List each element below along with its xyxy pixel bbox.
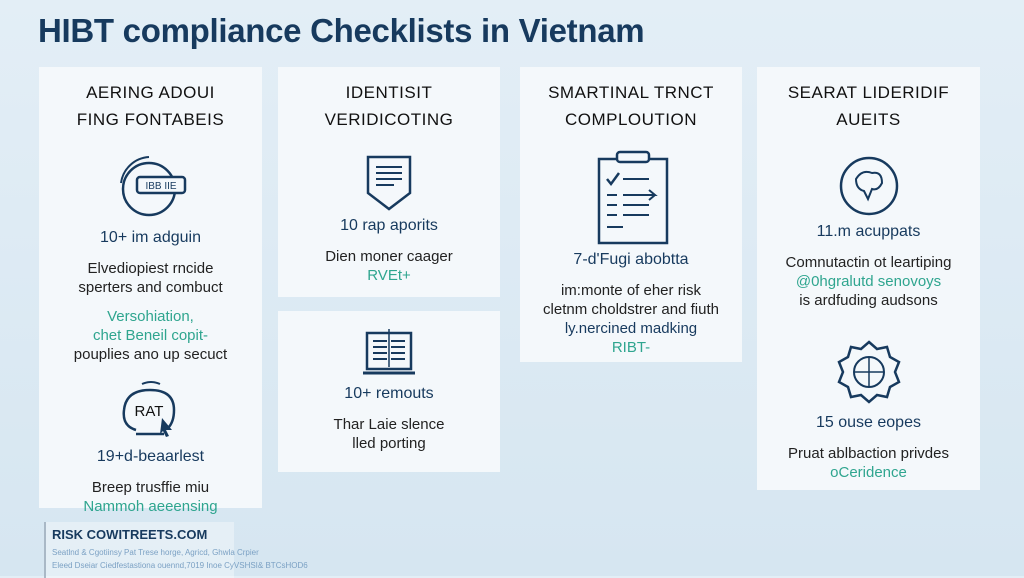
highlight: Nammoh aeeensing <box>83 498 218 515</box>
page-title: HIBT compliance Checklists in Vietnam <box>38 12 645 49</box>
stat: 10+ im adguin <box>100 229 201 246</box>
highlight: oCeridence <box>830 464 907 481</box>
stat: 10+ remouts <box>344 385 434 402</box>
seal-globe-icon <box>836 340 901 404</box>
description: Breep trusffie miu <box>91 479 210 496</box>
footer-line: Eleed Dseiar Ciedfestastiona ouennd,7019… <box>52 561 308 570</box>
heading-line: FING FONTABEIS <box>76 110 225 129</box>
stat: 10 rap aporits <box>340 217 438 234</box>
description: Pruat ablbaction privdes <box>788 445 949 462</box>
cloud-cursor-icon: RAT <box>122 381 175 437</box>
description: Dien moner caager <box>325 248 453 265</box>
footer-title: RISK COWITREETS.COM <box>52 527 208 542</box>
description: is ardfuding audsons <box>799 292 938 309</box>
document-shield-icon <box>366 155 412 211</box>
highlight: Versohiation,chet Beneil copit- <box>92 308 209 344</box>
laptop-document-icon <box>363 329 415 375</box>
highlight: RVEt+ <box>367 267 411 284</box>
footer-line: Seatlnd & Cgotiinsy Pat Trese horge, Agr… <box>52 548 259 557</box>
globe-circle-icon <box>839 156 898 216</box>
card-heading: AERING ADOUI FING FONTABEIS <box>39 79 262 133</box>
heading-line: AERING ADOUI <box>86 83 215 102</box>
stat: 19+d-beaarlest <box>96 448 205 465</box>
stat: 11.m acuppats <box>816 223 921 240</box>
svg-text:RAT: RAT <box>134 403 163 420</box>
card-fing-fontabeis: AERING ADOUI FING FONTABEIS IBB IIE 10+ i… <box>39 67 262 515</box>
description: pouplies ano up secuct <box>73 346 228 363</box>
highlight: @0hgralutd senovoys <box>795 273 942 290</box>
badge-ring-icon: IBB IIE <box>119 156 186 217</box>
stat: 15 ouse eopes <box>816 414 921 431</box>
svg-text:IBB IIE: IBB IIE <box>145 181 176 192</box>
stat: 7-d'Fugi abobtta <box>573 251 689 268</box>
checklist-clipboard-icon <box>597 150 669 245</box>
highlight: RIBT- <box>611 339 651 356</box>
footer-source: RISK COWITREETS.COM Seatlnd & Cgotiinsy … <box>44 522 308 578</box>
description: Comnutactin ot leartiping <box>785 254 952 271</box>
